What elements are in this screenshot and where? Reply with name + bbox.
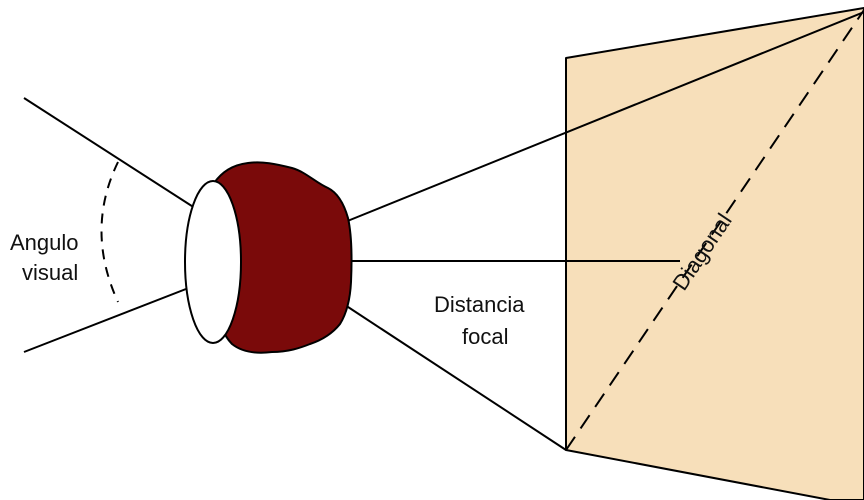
focal-distance-label-line2: focal xyxy=(462,324,508,349)
lower-image-ray xyxy=(344,304,567,451)
diagonal-line xyxy=(565,9,864,451)
visual-angle-arc xyxy=(100,161,119,303)
lens-front-face xyxy=(184,180,242,344)
focal-distance-label-line1: Distancia xyxy=(434,292,525,317)
visual-angle-label-line2: visual xyxy=(22,260,78,285)
visual-angle-label-line1: Angulo xyxy=(10,230,79,255)
image-plane xyxy=(565,7,864,500)
upper-image-ray xyxy=(344,11,864,223)
